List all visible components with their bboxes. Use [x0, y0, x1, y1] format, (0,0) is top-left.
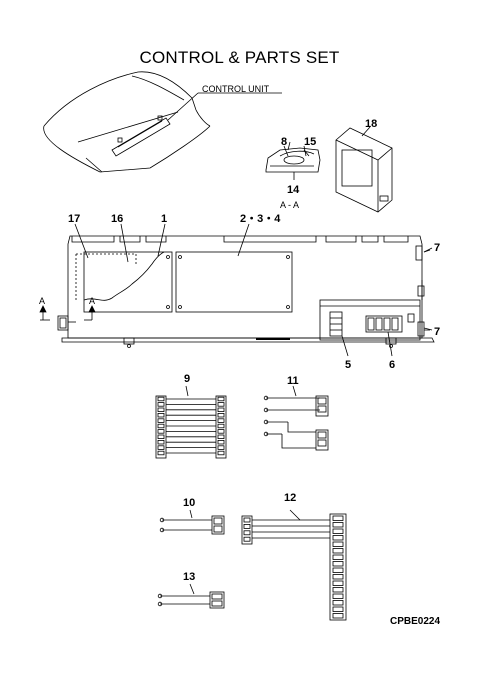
- wire-harness-13: [157, 591, 225, 609]
- callout-12: 12: [284, 492, 297, 504]
- indoor-unit-housing: [43, 71, 211, 173]
- leader-9: [185, 385, 189, 397]
- diagram-title: CONTROL & PARTS SET: [139, 48, 340, 67]
- wire-harness-10: [159, 515, 225, 535]
- view-mark-right: A: [89, 296, 96, 306]
- leader-12: [289, 509, 301, 521]
- section-label: A - A: [280, 200, 300, 210]
- callout-leaders: [74, 141, 431, 357]
- callout-7-top: 7: [434, 242, 441, 254]
- callout-1: 1: [161, 213, 168, 225]
- callout-17: 17: [68, 213, 81, 225]
- callout-16: 16: [111, 213, 124, 225]
- drawing-reference: CPBE0224: [390, 616, 441, 627]
- callout-7-bottom: 7: [434, 326, 441, 338]
- leader-10: [189, 509, 193, 519]
- callout-13: 13: [183, 571, 196, 583]
- callout-9: 9: [184, 373, 191, 385]
- view-mark-left: A: [39, 296, 46, 306]
- callout-14: 14: [287, 184, 300, 196]
- callout-10: 10: [183, 497, 196, 509]
- callout-11: 11: [287, 375, 299, 387]
- remote-controller: [335, 126, 393, 213]
- callout-6: 6: [389, 359, 396, 371]
- section-a-a-detail: [265, 145, 321, 180]
- callout-2-3-4: 2・3・4: [240, 213, 281, 225]
- control-unit-in-housing: [111, 115, 171, 157]
- callout-8: 8: [281, 136, 288, 148]
- leader-11: [292, 385, 297, 397]
- wire-harness-9: [155, 395, 227, 459]
- callout-5: 5: [345, 359, 352, 371]
- wire-harness-11: [263, 395, 329, 451]
- leader-13: [189, 583, 195, 595]
- control-unit-label: CONTROL UNIT: [202, 84, 270, 94]
- callout-18: 18: [365, 118, 378, 130]
- control-box-assembly: [57, 235, 435, 348]
- view-arrows: [39, 305, 96, 321]
- control-unit-leader: [167, 92, 199, 121]
- wire-harness-12: [241, 513, 347, 621]
- callout-15: 15: [304, 136, 317, 148]
